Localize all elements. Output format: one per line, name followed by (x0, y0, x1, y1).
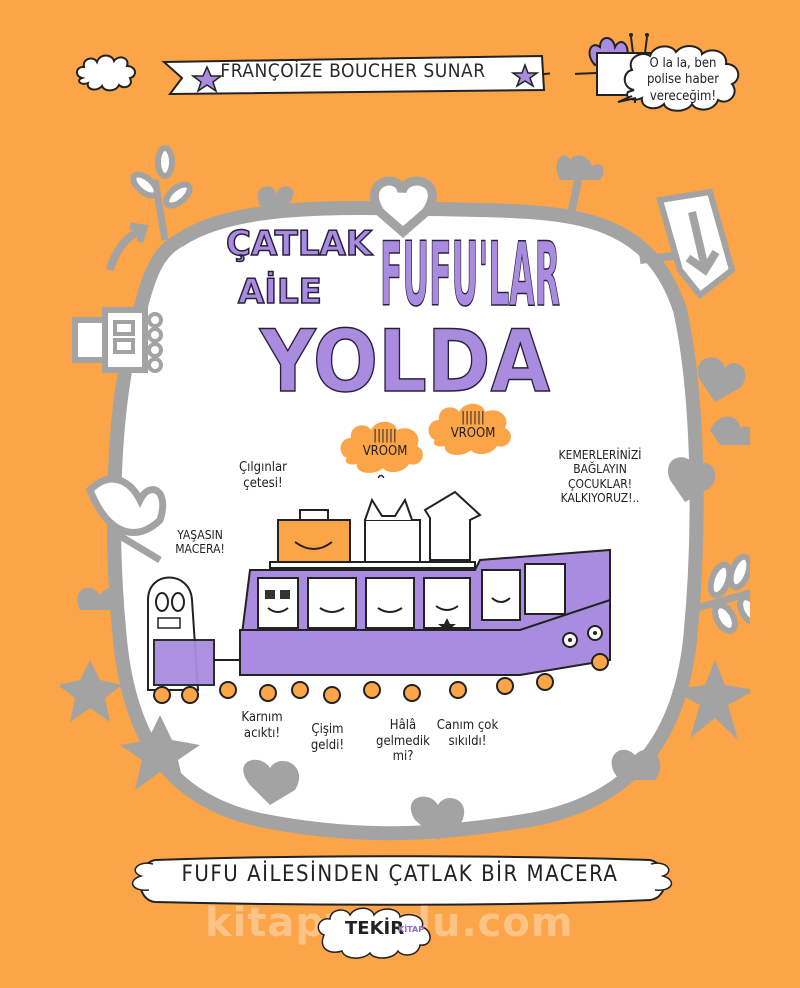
train-car-icon (72, 307, 163, 373)
title-aile: AİLE (238, 271, 322, 312)
thought-bubble-text: |||||| VROOM (355, 428, 415, 459)
quote-line: ÇOCUKLAR! (567, 476, 633, 491)
heart-icon (667, 457, 716, 502)
heart-icon (243, 759, 300, 805)
publisher-name: TEKİR (345, 918, 405, 939)
quote-line: mi? (392, 749, 414, 765)
heart-icon (257, 186, 294, 216)
subtitle: FUFU AİLESİNDEN ÇATLAK BİR MACERA (181, 862, 619, 887)
star-icon (120, 715, 200, 790)
book-title: ÇATLAK AİLE FUFU'LAR YOLDA (220, 195, 560, 395)
quote-line: Canım çok (436, 718, 499, 733)
quote-line: MACERA! (175, 542, 225, 557)
tulip-icon (556, 155, 604, 180)
quote-line: sıkıldı! (448, 733, 487, 749)
tulip-icon (611, 749, 661, 780)
quote-line: gelmedik (376, 733, 430, 749)
quote-line: geldi! (310, 737, 345, 753)
heart-icon (410, 796, 465, 840)
quote-canim: Canım çok sıkıldı! (425, 718, 510, 749)
leaf-branch-icon (130, 145, 193, 241)
title-catlak: ÇATLAK (226, 224, 374, 264)
speech-line: O la la, ben (649, 56, 717, 71)
arrow-sign-icon (639, 188, 736, 300)
quote-karnim: Karnım acıktı! (232, 710, 292, 741)
tulip-icon (77, 587, 124, 610)
heart-icon (369, 176, 437, 238)
quote-line: KEMERLERİNİZİ (558, 448, 642, 462)
quote-line: çetesi! (243, 475, 283, 491)
curved-arrow-icon (106, 226, 144, 272)
cloud-doodle-icon (72, 48, 142, 94)
speech-bubble (616, 40, 751, 115)
vroom-label: VROOM (450, 425, 496, 441)
speech-line: vereceğim! (649, 88, 717, 104)
quote-line: Çişim (311, 722, 344, 737)
vroom-label: VROOM (362, 443, 408, 459)
leaf-branch-icon (689, 553, 750, 634)
thought-bubble (425, 400, 515, 460)
quote-line: Çılgınlar (239, 460, 287, 475)
sound-lines: |||||| (461, 410, 485, 425)
publisher-suffix: KİTAP (398, 925, 425, 934)
quote-yasasin: YAŞASIN MACERA! (160, 528, 240, 557)
quote-line: acıktı! (243, 725, 281, 741)
quote-cilginlar: Çılgınlar çetesi! (228, 460, 298, 491)
leaf-branch-icon (85, 475, 167, 564)
subtitle-banner (125, 850, 675, 910)
wheels (153, 653, 609, 704)
sound-lines: |||||| (373, 428, 397, 443)
quote-kemer: KEMERLERİNİZİ BAĞLAYIN ÇOCUKLAR! KALKIYO… (530, 448, 670, 506)
quote-hala: Hâlâ gelmedik mi? (368, 718, 438, 765)
star-icon (510, 62, 540, 88)
author-name: FRANÇOİZE BOUCHER SUNAR (220, 60, 486, 82)
star-icon (60, 660, 122, 722)
quote-line: Karnım (241, 710, 283, 725)
thought-bubble-text: |||||| VROOM (443, 410, 503, 441)
star-icon (672, 660, 750, 740)
heart-icon (697, 357, 746, 402)
quote-line: YAŞASIN (177, 528, 223, 542)
quote-line: Hâlâ (389, 718, 417, 733)
thought-bubble (337, 418, 427, 478)
quote-line: BAĞLAYIN (573, 462, 627, 477)
title-fufular: FUFU'LAR (380, 223, 560, 326)
speech-bubble-text: O la la, ben polise haber vereceğim! (628, 56, 738, 105)
author-banner (150, 50, 550, 100)
title-yolda: YOLDA (259, 312, 550, 395)
tulip-icon (710, 416, 750, 445)
publisher-logo (310, 905, 440, 960)
star-icon (190, 65, 224, 93)
quote-line: KALKIYORUZ!.. (560, 491, 640, 506)
speech-line: polise haber (646, 72, 720, 88)
family-car-illustration (140, 490, 620, 710)
quote-cisim: Çişim geldi! (305, 722, 350, 753)
